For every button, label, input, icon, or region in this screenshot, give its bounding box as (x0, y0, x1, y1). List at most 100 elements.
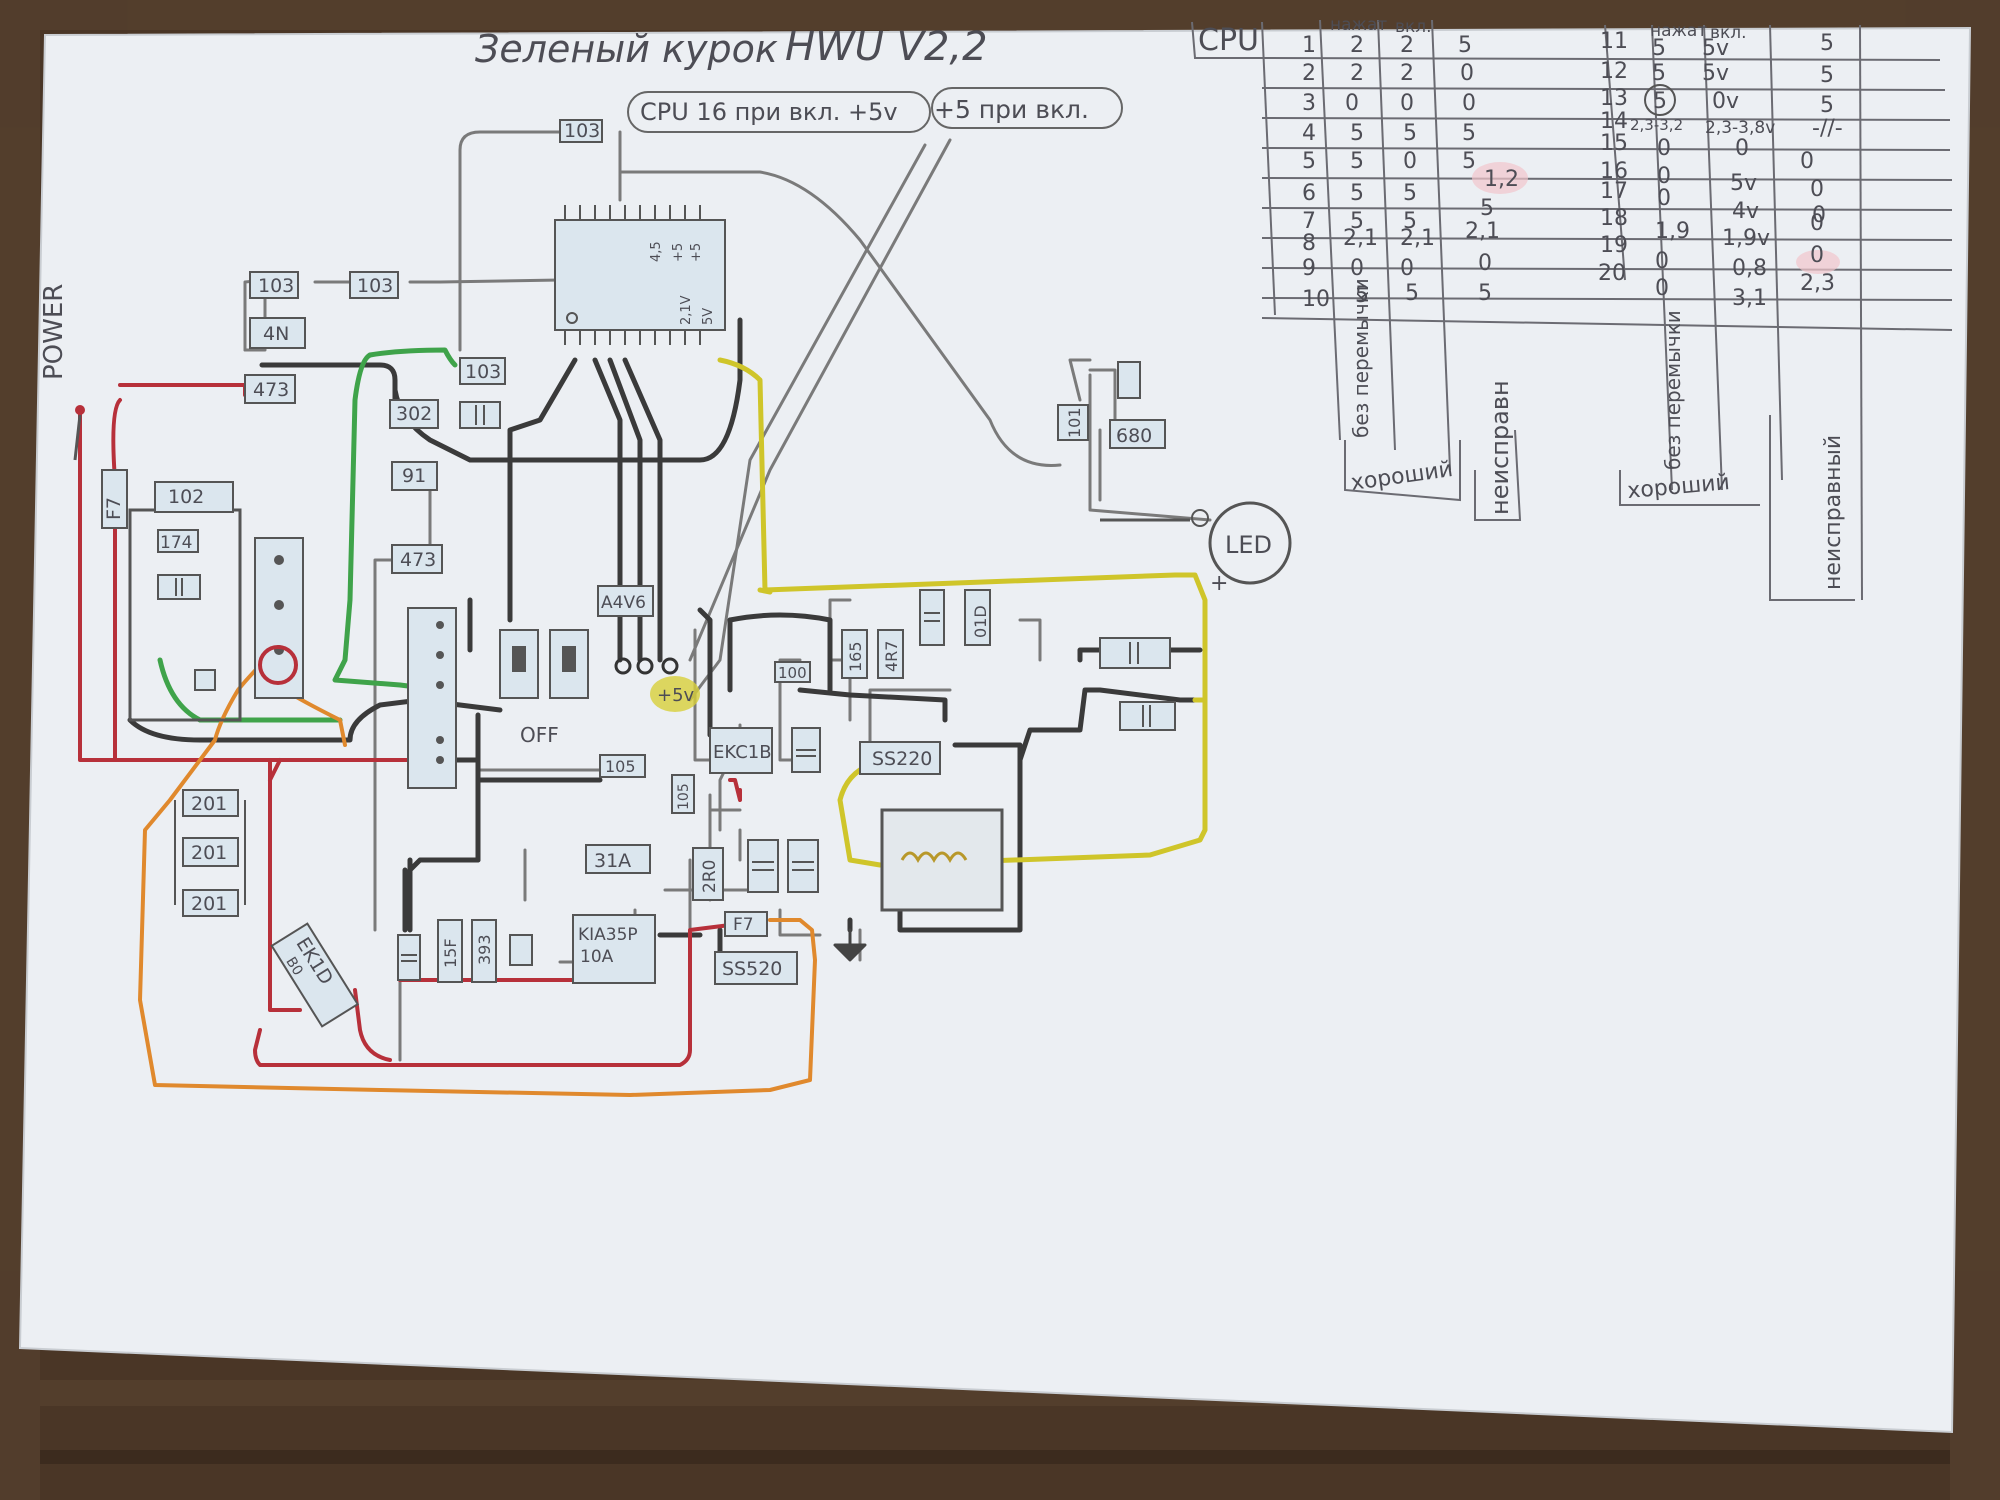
cell: 2 (1400, 33, 1414, 58)
paper-sheet (20, 28, 1970, 1432)
row-number: 18 (1600, 206, 1628, 231)
resistor-label: 2R0 (700, 860, 720, 893)
row-number: 19 (1600, 233, 1628, 258)
cpu-table-title: CPU (1198, 23, 1259, 58)
cell: 3,1 (1732, 286, 1767, 311)
resistor-label: 103 (564, 120, 600, 142)
power-terminal (75, 405, 85, 415)
capacitor-right-b (1119, 701, 1176, 731)
diode-label: 31A (594, 850, 631, 872)
row-number: 3 (1302, 91, 1316, 116)
capacitor-right-a (1099, 637, 1171, 669)
resistor-label: 174 (160, 533, 192, 553)
row-number: 11 (1600, 29, 1628, 54)
kia35p-chip (572, 914, 656, 984)
row-number: 5 (1302, 149, 1316, 174)
resistor-label: 101 (1065, 407, 1084, 438)
cell: 5 (1350, 209, 1364, 234)
resistor-label: 201 (191, 842, 227, 864)
cell: 5 (1652, 36, 1666, 61)
cell: 0,8 (1732, 256, 1767, 281)
cell: 0 (1800, 149, 1814, 174)
resistor-label: 302 (396, 403, 432, 425)
resistor-label: 103 (258, 275, 294, 297)
resistor-label: 100 (778, 664, 807, 682)
chip-pin-label: 5V (701, 308, 716, 325)
title-model: HWU V2,2 (785, 24, 988, 70)
power-label: POWER (39, 284, 69, 380)
resistor-label: 105 (605, 757, 636, 776)
resistor-label: 103 (357, 275, 393, 297)
right-header-on: вкл. (1710, 23, 1747, 43)
resistor-label: 103 (465, 361, 501, 383)
resistor-680 (1109, 419, 1166, 449)
cell: 5v (1702, 36, 1729, 61)
cell: 2,1 (1465, 219, 1500, 244)
row-number: 20 (1598, 261, 1626, 286)
cell: 2 (1400, 61, 1414, 86)
cell: 0v (1712, 89, 1739, 114)
resistor-393 (471, 919, 497, 983)
chip-pin-label: 2,1V (679, 295, 694, 325)
row-number: 16 (1600, 159, 1628, 184)
cell: 2 (1350, 61, 1364, 86)
fuse-low (724, 911, 768, 937)
chip-sublabel: 10A (580, 947, 614, 967)
left-rows: 1 2 2 5 2 2 2 0 3 0 0 0 4 5 5 5 5 5 0 5 … (1302, 33, 1528, 312)
ground-symbol (833, 928, 867, 962)
cell: 0 (1810, 211, 1824, 236)
resistor-label: 15F (441, 938, 460, 968)
row-number: 6 (1302, 181, 1316, 206)
resistor-105-b (671, 774, 695, 814)
chip-pin-label: +5 (689, 243, 704, 262)
cell: 0 (1810, 243, 1824, 268)
capacitor-302 (459, 401, 501, 429)
row-number: 10 (1302, 287, 1330, 312)
resistor-100 (774, 661, 811, 683)
cell: 5 (1350, 149, 1364, 174)
pin-header (407, 607, 457, 789)
resistor-4n (249, 317, 306, 349)
row-number: 14 (1600, 109, 1628, 134)
components: 4,5 +5 +5 2,1V 5V 103 103 103 4N 473 103… (39, 119, 1292, 1028)
cell: 2,3 (1800, 271, 1835, 296)
resistor-label: 680 (1116, 425, 1152, 447)
cell: 5 (1462, 121, 1476, 146)
footer-right-faulty: неисправный (1821, 435, 1846, 590)
cell: 0 (1812, 203, 1826, 228)
resistor-label: 91 (402, 465, 426, 487)
resistor-2r0 (692, 847, 724, 901)
resistor-102 (154, 481, 234, 513)
diode-label: SS220 (872, 748, 932, 770)
cpu-chip (554, 219, 726, 331)
cell: 0 (1400, 91, 1414, 116)
resistor-label: 473 (400, 549, 436, 571)
capacitor-left (157, 574, 201, 600)
resistor-label: 393 (475, 934, 494, 965)
cell: 0 (1657, 136, 1671, 161)
note-plus5: +5 при вкл. (934, 95, 1089, 124)
resistor-4r7 (877, 629, 904, 679)
cpu-table: CPU нажат вкл. нажат вкл. 1 2 2 5 2 2 2 … (1191, 15, 1953, 601)
resistor-201-c (182, 889, 239, 917)
row-number: 12 (1600, 59, 1628, 84)
cell: 5 (1350, 121, 1364, 146)
fuse-power (101, 469, 128, 529)
resistor-101 (1057, 404, 1089, 441)
cell: 2 (1350, 33, 1364, 58)
cell: 0 (1735, 136, 1749, 161)
title-green: Зеленый курок (475, 27, 778, 71)
resistor-label: 4R7 (882, 641, 901, 672)
left-header-pressed: нажат (1330, 15, 1387, 35)
cell: 1,2 (1484, 167, 1519, 192)
row-number: 4 (1302, 121, 1316, 146)
cell: 0 (1657, 186, 1671, 211)
table-grid (1191, 19, 1953, 601)
ek1d-component: EK1D B0 (270, 922, 360, 1028)
cell: 0 (1655, 249, 1669, 274)
resistor-201-b (182, 837, 239, 867)
cell: 2,1 (1343, 226, 1378, 251)
row-number: 9 (1302, 256, 1316, 281)
cell: 0 (1657, 164, 1671, 189)
